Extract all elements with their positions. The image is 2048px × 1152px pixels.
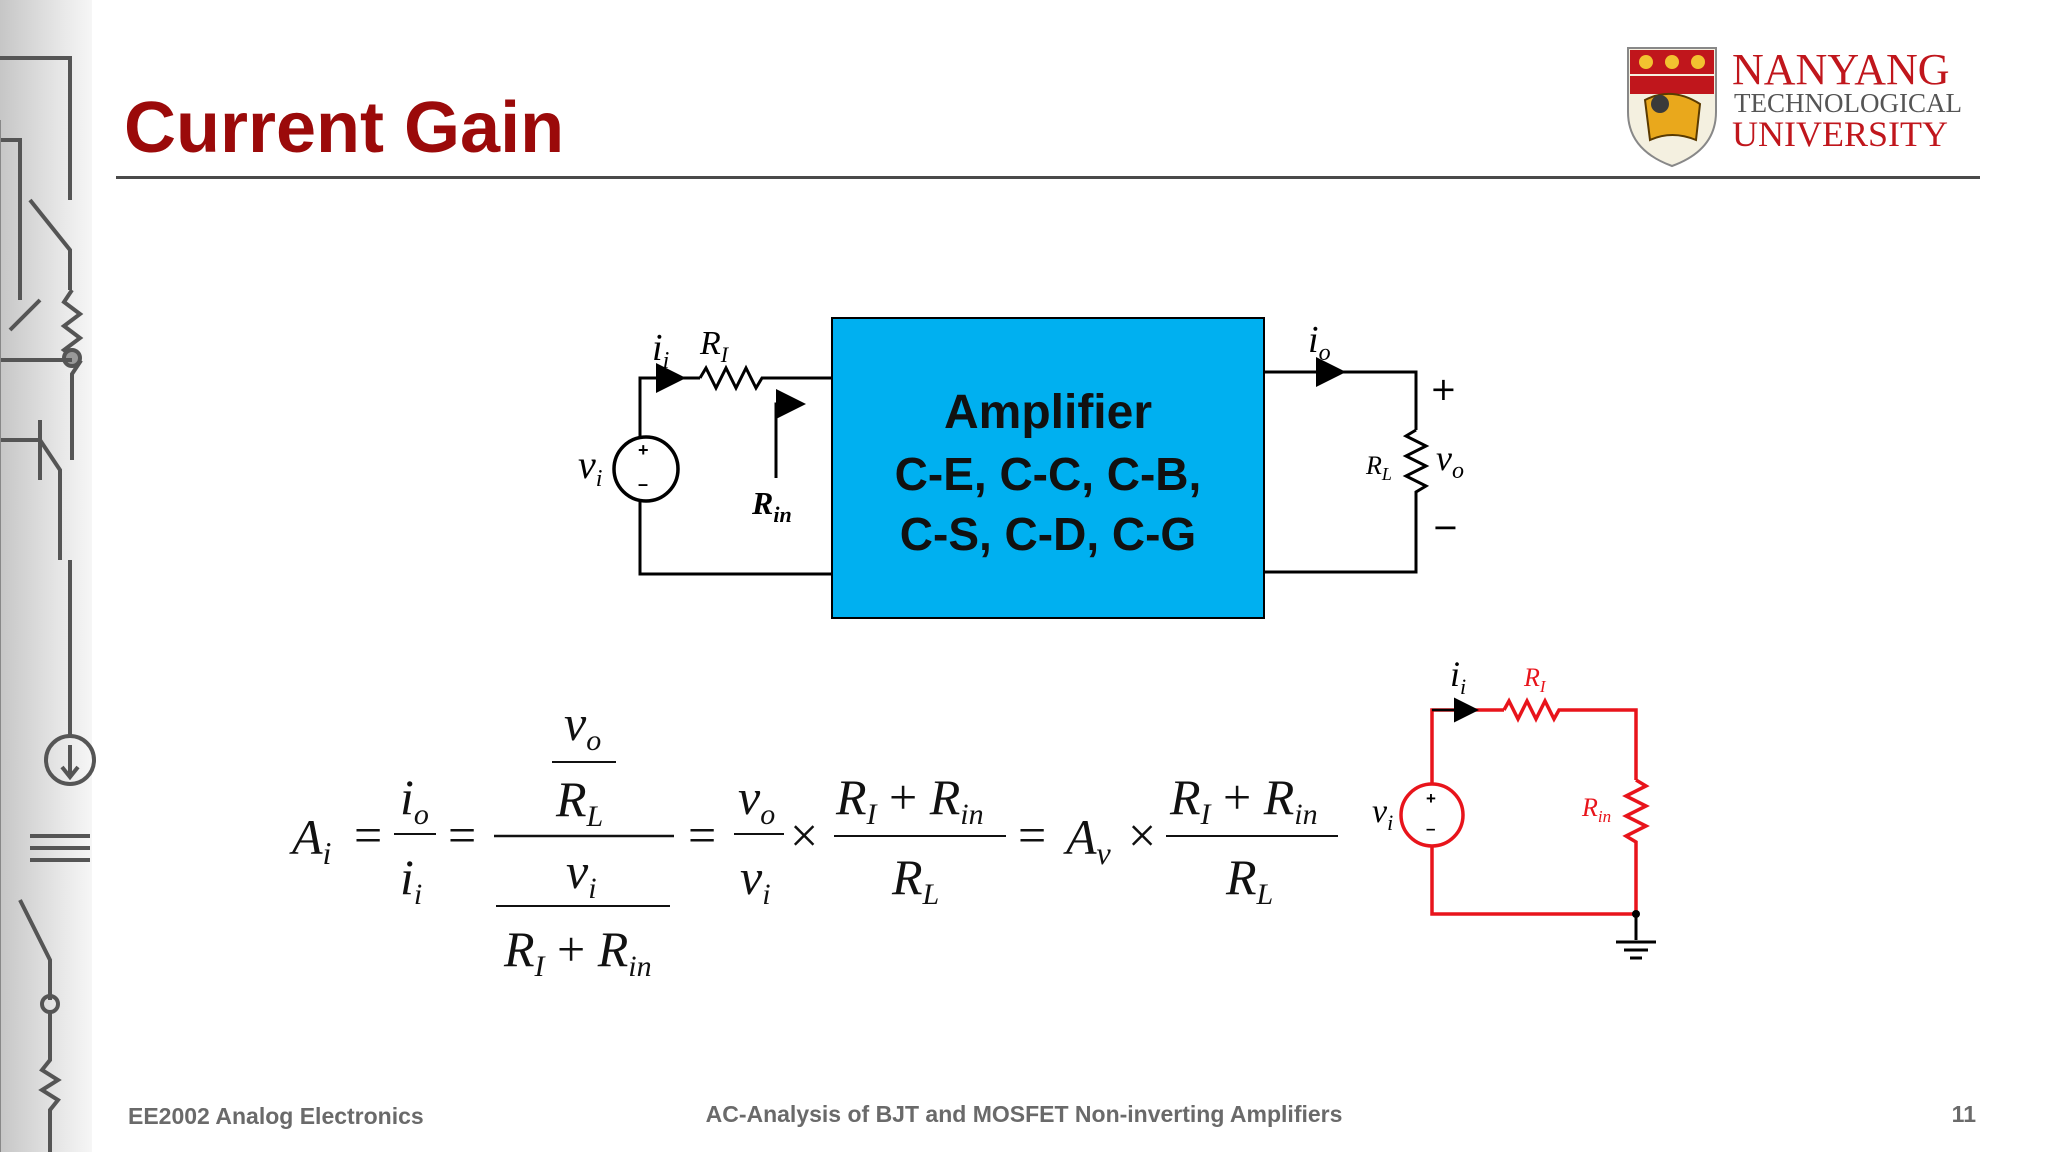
current-gain-equation: Ai = io ii = vo RL vi RI + Rin = vo vi ×… (289, 695, 1338, 983)
footer-course: EE2002 Analog Electronics (128, 1103, 424, 1129)
svg-text:–: – (638, 474, 648, 494)
title-rule (116, 176, 1980, 179)
input-voltage-label: vi (578, 442, 602, 492)
amplifier-label: Amplifier (944, 386, 1152, 439)
svg-text:=: = (688, 807, 716, 863)
svg-text:=: = (1018, 807, 1046, 863)
amplifier-box (831, 317, 1265, 619)
svg-text:vo: vo (738, 769, 775, 831)
svg-text:io: io (400, 769, 429, 831)
svg-text:vi: vi (566, 843, 597, 905)
svg-text:+: + (638, 440, 649, 460)
load-resistor-label: RL (1365, 451, 1392, 484)
input-resistance-label: Rin (751, 485, 792, 527)
svg-text:×: × (1128, 807, 1156, 863)
footer-page-number: 11 (1952, 1101, 1977, 1127)
red-circuit-input-resistance-label: Rin (1581, 793, 1611, 826)
output-voltage-label: vo (1436, 438, 1464, 484)
svg-text:–: – (1426, 819, 1435, 838)
university-crest-icon (1627, 47, 1717, 168)
source-resistor-label: RI (699, 325, 730, 367)
input-current-label: ii (652, 327, 669, 374)
amplifier-circuit-diagram (612, 357, 1430, 576)
svg-text:RI + Rin: RI + Rin (835, 769, 984, 831)
logo-line-3: UNIVERSITY (1732, 114, 1948, 154)
red-circuit-source-resistor-label: RI (1523, 663, 1547, 696)
footer-topic: AC-Analysis of BJT and MOSFET Non-invert… (706, 1101, 1343, 1127)
university-logo: NANYANG TECHNOLOGICAL UNIVERSITY (1627, 45, 1962, 168)
logo-line-2: TECHNOLOGICAL (1734, 88, 1962, 118)
svg-text:ii: ii (400, 849, 422, 911)
svg-text:RI + Rin: RI + Rin (1169, 769, 1318, 831)
ground-node (1632, 910, 1640, 918)
svg-text:Av: Av (1063, 809, 1112, 871)
svg-text:vi: vi (740, 849, 771, 911)
svg-text:=: = (448, 807, 476, 863)
voltage-source-polarity: + – (638, 440, 649, 494)
red-source-polarity: + – (1426, 789, 1436, 838)
svg-text:Ai: Ai (289, 809, 331, 871)
svg-text:RL: RL (891, 849, 939, 911)
red-circuit-current-label: ii (1450, 654, 1466, 699)
amplifier-configs-line-2: C-S, C-D, C-G (900, 508, 1196, 560)
output-plus-sign: + (1430, 370, 1457, 408)
svg-text:RI + Rin: RI + Rin (503, 921, 652, 983)
svg-text:RL: RL (555, 771, 603, 833)
svg-text:vo: vo (564, 695, 601, 757)
svg-text:×: × (790, 807, 818, 863)
amplifier-configs-line-1: C-E, C-C, C-B, (895, 448, 1202, 500)
output-minus-sign: − (1432, 508, 1459, 546)
output-current-label: io (1308, 319, 1331, 366)
svg-text:+: + (1426, 789, 1436, 808)
logo-line-1: NANYANG (1732, 45, 1950, 94)
input-equivalent-circuit (1399, 697, 1656, 960)
page-title: Current Gain (124, 88, 564, 168)
svg-text:=: = (354, 807, 382, 863)
svg-text:RL: RL (1225, 849, 1273, 911)
decorative-circuit-strip (0, 0, 96, 1152)
red-circuit-input-voltage-label: vi (1372, 793, 1393, 835)
